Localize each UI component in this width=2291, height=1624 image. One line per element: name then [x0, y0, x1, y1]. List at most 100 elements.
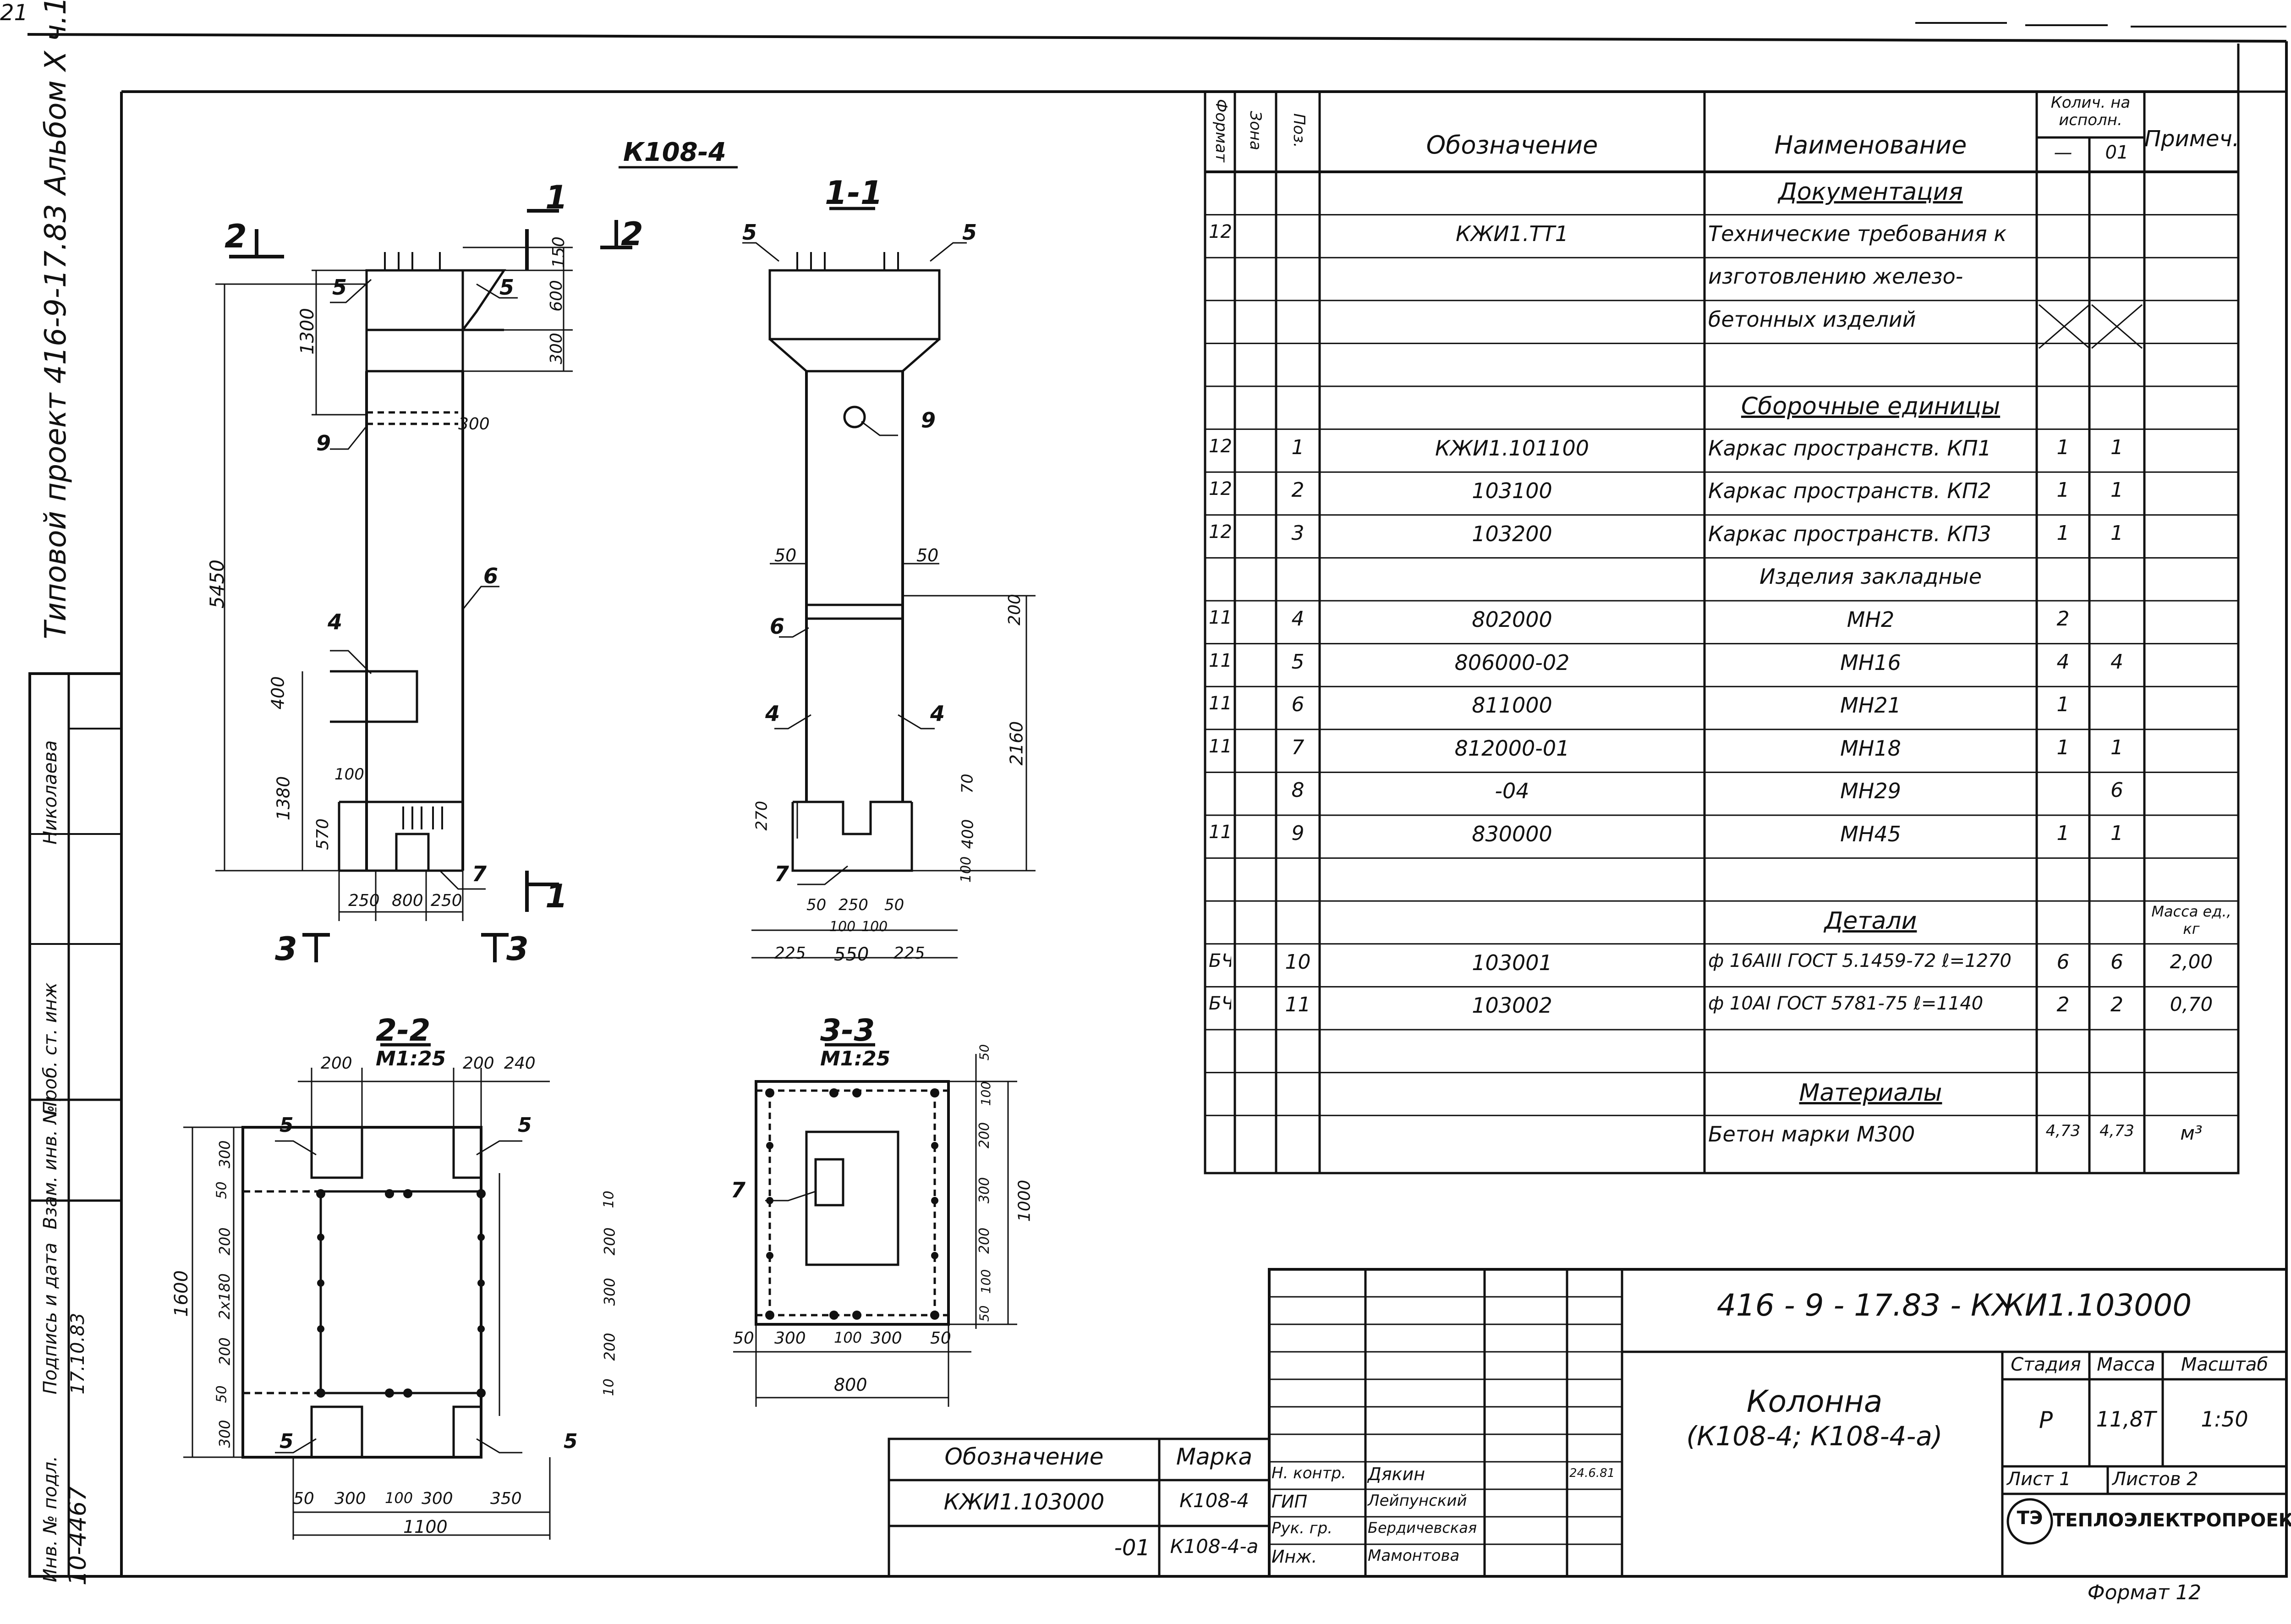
spec-cell-q1: 4	[2056, 650, 2070, 674]
spec-cell-n: Каркас пространств. КП3	[1708, 521, 1991, 546]
dim: 100	[334, 765, 364, 784]
spec-cell-note: 0,70	[2170, 993, 2213, 1016]
spec-cell-n: изготовлению железо-	[1708, 264, 1963, 289]
section-2-2-scale: М1:25	[376, 1047, 446, 1070]
spec-cell-p: 10	[1285, 950, 1311, 974]
spec-cell-q1: 4,73	[2045, 1122, 2081, 1141]
spec-cell-q2: 1	[2110, 822, 2123, 845]
spec-cell-d: 830000	[1472, 822, 1552, 846]
spec-cell-d: 811000	[1472, 693, 1552, 718]
spec-cell-p: 1	[1291, 435, 1304, 459]
spec-cell-n: Каркас пространств. КП2	[1708, 478, 1991, 504]
spec-cell-n: МН21	[1840, 693, 1901, 718]
dim: 50	[916, 545, 939, 565]
dim: 300	[871, 1329, 902, 1348]
spec-cell-n: МН16	[1840, 650, 1901, 675]
spec-cell-n: Документация	[1778, 178, 1963, 206]
header-qty-b: 01	[2105, 142, 2129, 163]
doc-code: 416 - 9 - 17.83 - КЖИ1.103000	[1716, 1288, 2192, 1323]
variant-mark-2: К108-4-а	[1170, 1535, 1259, 1558]
dim: 800	[834, 1375, 867, 1395]
spec-cell-d: 103001	[1472, 950, 1552, 975]
spec-cell-p: 5	[1291, 650, 1304, 674]
dim: 800	[392, 891, 423, 910]
header-qty: Колич. на исполн.	[2050, 93, 2131, 129]
cut-mark-1b: 1	[545, 878, 568, 915]
spec-cell-p: 11	[1285, 993, 1311, 1017]
spec-cell-f: 12	[1209, 435, 1231, 457]
role-3: Рук. гр.	[1272, 1519, 1333, 1537]
spec-cell-n: МН45	[1840, 822, 1901, 846]
role-2: ГИП	[1272, 1492, 1308, 1512]
dim: 225	[774, 944, 806, 963]
spec-cell-q1: 2	[2056, 993, 2070, 1017]
pos-label: 5	[518, 1114, 532, 1137]
spec-cell-n: Материалы	[1799, 1079, 1942, 1107]
spec-cell-f: 11	[1209, 607, 1231, 628]
spec-cell-note: м³	[2180, 1122, 2203, 1145]
spec-cell-q2: 1	[2110, 478, 2123, 502]
spec-cell-q2: 6	[2110, 950, 2123, 974]
main-view-label: К108-4	[623, 137, 726, 167]
item-name: Колонна	[1746, 1384, 1883, 1419]
spec-cell-f: 11	[1209, 693, 1231, 714]
pos-label: 4	[328, 609, 343, 634]
dim: 300	[422, 1489, 453, 1508]
cut-mark-3b: 3	[506, 930, 529, 968]
spec-cell-q2: 2	[2110, 993, 2123, 1017]
spec-cell-n: МН2	[1847, 607, 1895, 632]
pos-label: 7	[774, 861, 789, 886]
dim: 50	[930, 1329, 951, 1348]
spec-cell-f: 12	[1209, 521, 1231, 543]
pos-label: 7	[472, 861, 487, 886]
mass-value: 11,8Т	[2096, 1407, 2156, 1432]
variants-h-mark: Марка	[1176, 1443, 1253, 1470]
spec-cell-q1: 2	[2056, 607, 2070, 631]
spec-cell-p: 7	[1291, 735, 1304, 759]
spec-cell-f: 12	[1209, 221, 1231, 242]
dim: 50	[733, 1329, 754, 1348]
dim: 50	[774, 545, 797, 565]
dim: 50	[293, 1489, 314, 1508]
spec-cell-d: КЖИ1.ТТ1	[1456, 221, 1568, 246]
pos-label: 4	[930, 701, 945, 726]
dim: 100	[861, 919, 888, 935]
spec-cell-n: МН29	[1840, 779, 1901, 804]
dim: 300	[774, 1329, 806, 1348]
spec-cell-q1: 1	[2056, 822, 2070, 845]
dim: 225	[893, 944, 925, 963]
stage-header: Стадия	[2011, 1354, 2081, 1375]
variants-h-designation: Обозначение	[944, 1443, 1104, 1470]
spec-cell-f: 11	[1209, 650, 1231, 671]
spec-cell-p: 9	[1291, 822, 1304, 845]
spec-cell-q2: 1	[2110, 735, 2123, 759]
spec-cell-n: ф 10АI ГОСТ 5781-75 ℓ=1140	[1708, 993, 1984, 1015]
spec-cell-f: 11	[1209, 735, 1231, 757]
org-name: ТЕПЛОЭЛЕКТРОПРОЕКТ	[2053, 1510, 2291, 1531]
date-1: 24.6.81	[1569, 1466, 1615, 1480]
pos-label: 5	[564, 1430, 578, 1453]
pos-label: 7	[731, 1178, 746, 1202]
section-3-3-label: 3-3	[820, 1013, 875, 1048]
org-logo-icon: ТЭ	[2017, 1508, 2043, 1529]
spec-cell-p: 2	[1291, 478, 1304, 502]
person-4: Мамонтова	[1368, 1547, 1460, 1565]
pos-label: 6	[483, 564, 499, 588]
spec-cell-p: 3	[1291, 521, 1304, 545]
pos-label: 5	[499, 275, 515, 300]
spec-cell-p: 4	[1291, 607, 1304, 631]
spec-cell-q1: 1	[2056, 521, 2070, 545]
dim: 100	[385, 1489, 413, 1507]
variant-mark-1: К108-4	[1179, 1489, 1249, 1512]
pos-label: 5	[280, 1114, 294, 1137]
spec-cell-q2: 1	[2110, 521, 2123, 545]
person-2: Лейпунский	[1368, 1492, 1467, 1510]
dim: 100	[834, 1329, 862, 1346]
pos-label: 5	[962, 220, 977, 245]
spec-cell-p: 8	[1291, 779, 1304, 802]
spec-cell-f: 11	[1209, 822, 1231, 843]
scale-value: 1:50	[2201, 1407, 2248, 1432]
